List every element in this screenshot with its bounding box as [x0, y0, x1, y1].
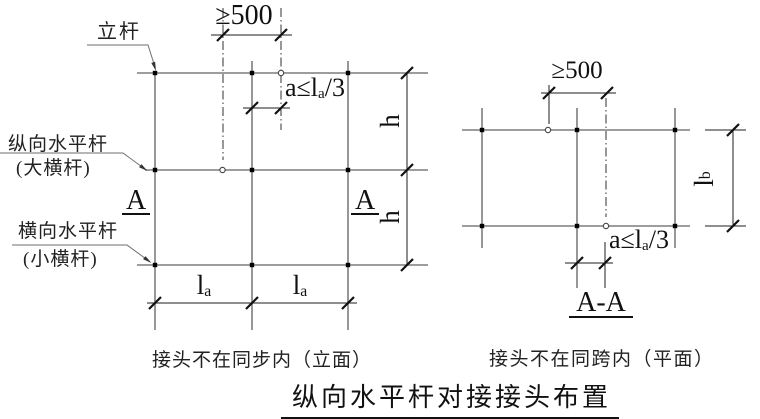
leader-lines: [0, 44, 156, 262]
section-marker-a-left: A: [122, 187, 151, 215]
dim-min500-left: ≥500: [215, 0, 273, 31]
a-limit-pre: a≤l: [285, 73, 319, 102]
joint-middle-rod: [219, 166, 226, 174]
transverse-label-line2: (小横杆): [23, 249, 98, 270]
joint-plan-bottom: [602, 222, 610, 230]
left-dimension-lines: [147, 34, 408, 304]
left-elevation-drawing: [0, 8, 428, 330]
joint-centerlines: [222, 8, 282, 160]
right-node-dots: [479, 127, 678, 229]
leader-arrowheads: [139, 61, 156, 263]
left-node-dots: [152, 70, 351, 268]
right-butt-joints: [544, 126, 610, 230]
section-title-aa: A-A: [569, 289, 633, 318]
right-plan-drawing: [462, 85, 746, 288]
drawing-title: 纵向水平杆对接接头布置: [281, 377, 620, 419]
right-dimension-lines: [541, 85, 746, 288]
caption-elevation: 接头不在同步内（立面）: [152, 350, 373, 371]
dim-h-lower: h: [374, 210, 405, 224]
left-butt-joints: [219, 69, 285, 174]
dim-la-2: la: [292, 270, 308, 300]
longitudinal-label-line1: 纵向水平杆: [8, 134, 109, 155]
dim-la-1: la: [196, 270, 212, 300]
plan-longitudinal-rods: [462, 129, 690, 227]
dim-min500-right: ≥500: [551, 57, 603, 84]
pole-leader: [87, 44, 156, 68]
dim-h-upper: h: [374, 114, 405, 128]
right-dimension-ticks: [542, 86, 740, 270]
dim-a-limit-left: a≤la/3: [285, 73, 345, 103]
section-marker-a-right: A: [351, 187, 380, 215]
vertical-poles: [154, 61, 349, 330]
longitudinal-label-line2: (大横杆): [16, 158, 91, 179]
a-limit-post: /3: [324, 73, 345, 102]
left-dimension-ticks: [148, 28, 414, 310]
caption-plan: 接头不在同跨内（平面）: [489, 349, 715, 370]
pole-label: 立杆: [97, 21, 141, 43]
longitudinal-leader: [0, 152, 146, 170]
dim-a-limit-right: a≤la/3: [609, 225, 669, 254]
transverse-leader: [12, 244, 150, 262]
transverse-label-line1: 横向水平杆: [18, 221, 119, 242]
joint-top-rod: [277, 69, 285, 77]
a-limit-sub: a: [318, 85, 325, 102]
joint-plan-top: [544, 126, 552, 134]
